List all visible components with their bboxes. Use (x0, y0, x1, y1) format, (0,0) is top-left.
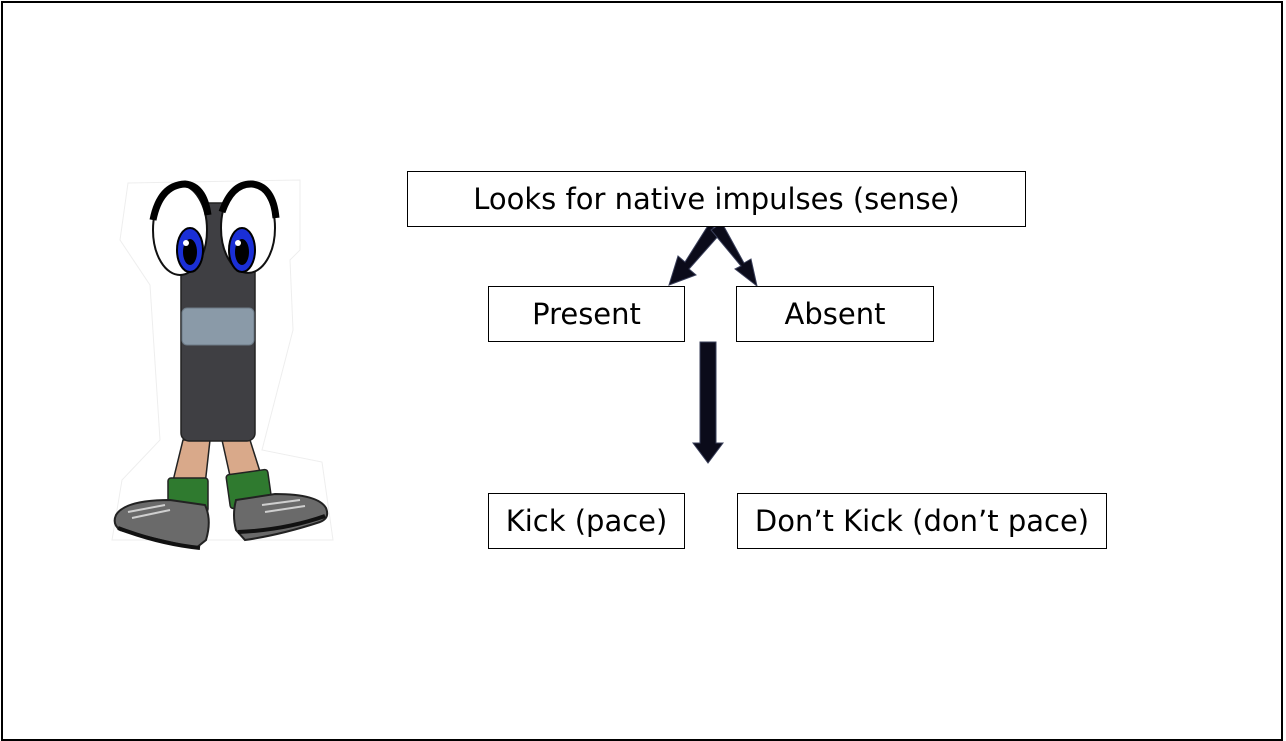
left-eye (149, 180, 212, 276)
arrow-sense-to-present (668, 223, 722, 286)
node-absent: Absent (736, 286, 934, 342)
pacemaker-character-illustration (111, 179, 334, 550)
right-eye (218, 180, 280, 274)
device-band (181, 307, 255, 346)
node-kick-label: Kick (pace) (505, 504, 668, 538)
node-sense-label: Looks for native impulses (sense) (473, 182, 960, 216)
node-sense: Looks for native impulses (sense) (407, 171, 1026, 227)
node-dont-kick: Don’t Kick (don’t pace) (737, 493, 1107, 549)
node-present: Present (488, 286, 685, 342)
left-shoe (113, 498, 210, 550)
arrow-present-to-kick (692, 341, 724, 464)
flow-arrows (668, 222, 758, 464)
node-kick: Kick (pace) (488, 493, 685, 549)
arrow-sense-to-absent (710, 222, 758, 288)
right-shoe (233, 492, 329, 542)
node-present-label: Present (532, 297, 641, 331)
node-absent-label: Absent (784, 297, 886, 331)
node-dont-kick-label: Don’t Kick (don’t pace) (754, 504, 1090, 538)
